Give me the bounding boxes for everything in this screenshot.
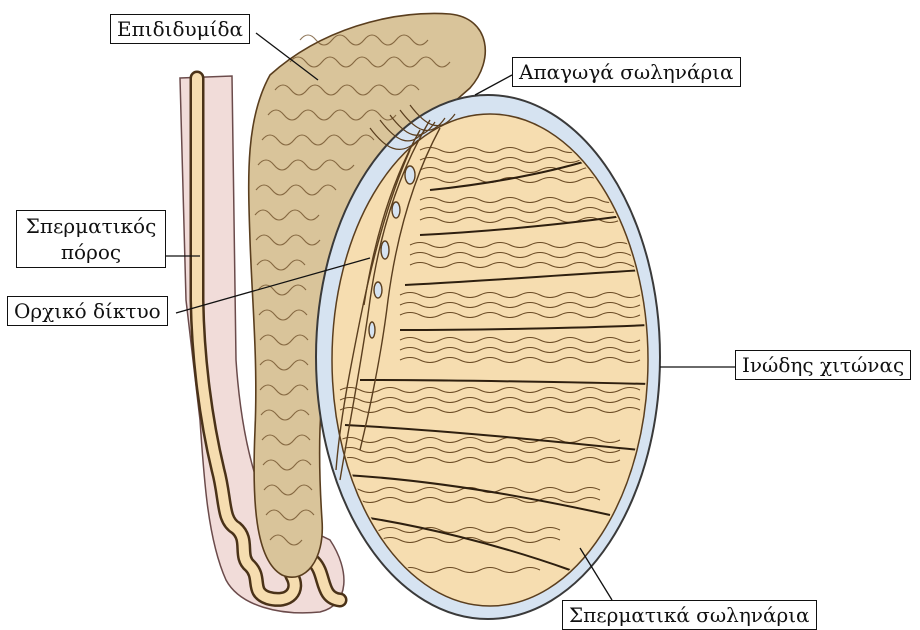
label-rete-testis: Ορχικό δίκτυο bbox=[7, 296, 168, 326]
label-epididymis: Επιδιδυμίδα bbox=[110, 14, 250, 44]
label-efferent-ducts: Απαγωγά σωληνάρια bbox=[512, 57, 741, 87]
label-spermatic-duct-line1: Σπερματικός bbox=[23, 213, 159, 239]
testis-interior bbox=[332, 114, 650, 606]
label-spermatic-duct-line2: πόρος bbox=[23, 239, 159, 265]
leader-efferent-ducts bbox=[475, 75, 512, 95]
label-tunica-albuginea: Ινώδης χιτώνας bbox=[735, 350, 911, 380]
label-seminiferous-tubules: Σπερματικά σωληνάρια bbox=[562, 600, 817, 630]
label-spermatic-duct: Σπερματικός πόρος bbox=[16, 210, 166, 268]
